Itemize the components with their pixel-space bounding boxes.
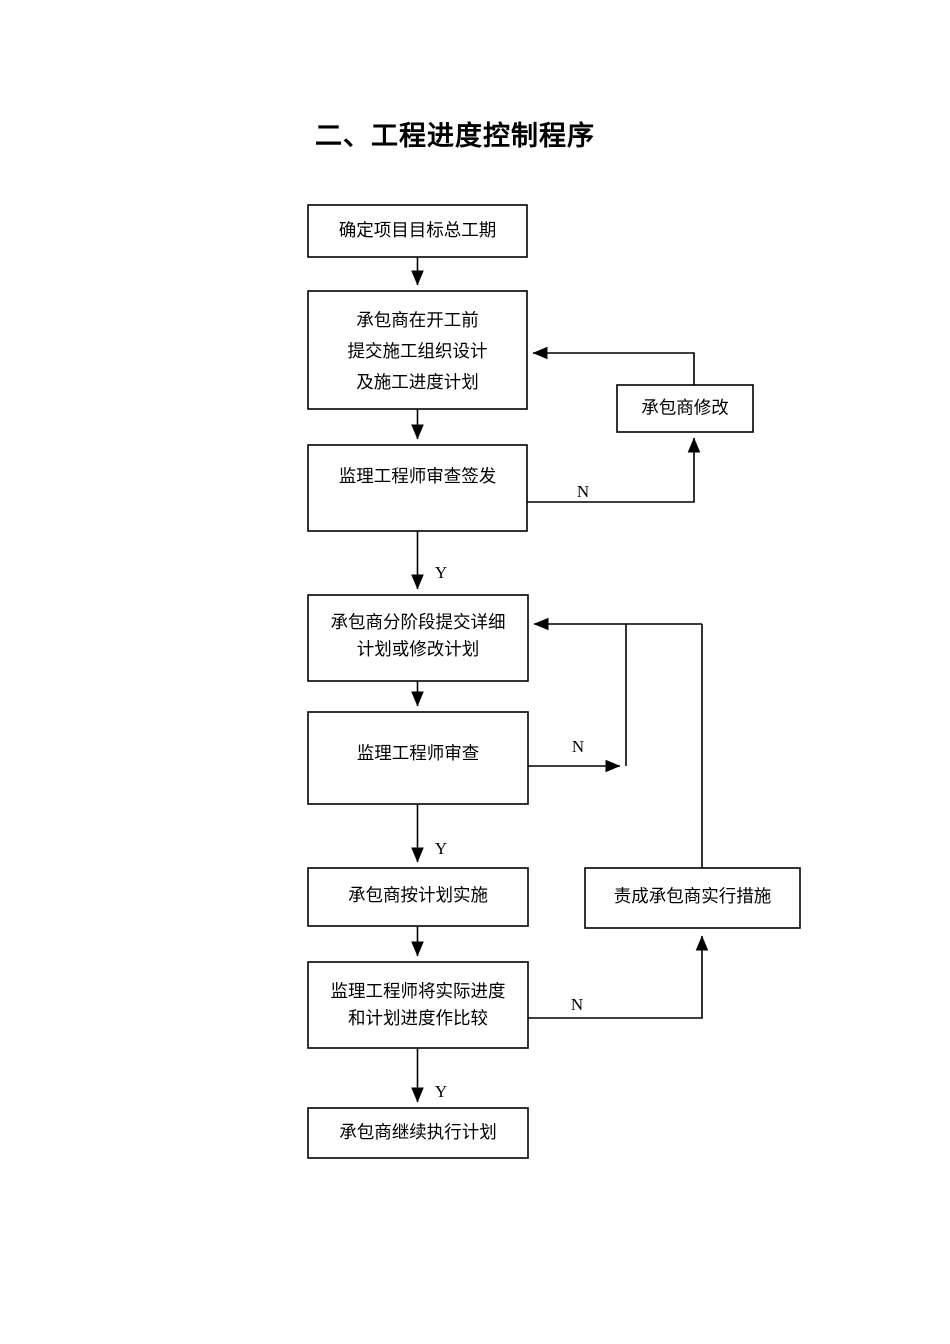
node-box bbox=[307, 1107, 529, 1159]
flow-node-engineer-review-issue[interactable]: 监理工程师审查签发 bbox=[307, 444, 528, 532]
node-box bbox=[307, 444, 528, 532]
node-box bbox=[307, 594, 529, 682]
connector-layer bbox=[411, 257, 709, 1103]
flow-node-engineer-compare-progress[interactable]: 监理工程师将实际进度 和计划进度作比较 bbox=[307, 961, 529, 1049]
node-label: 责成承包商实行措施 bbox=[614, 886, 772, 906]
flow-node-contractor-detailed-plan[interactable]: 承包商分阶段提交详细 计划或修改计划 bbox=[307, 594, 529, 682]
node-box bbox=[307, 204, 528, 258]
flow-node-engineer-review[interactable]: 监理工程师审查 bbox=[307, 711, 529, 805]
flow-node-contractor-continue-plan[interactable]: 承包商继续执行计划 bbox=[307, 1107, 529, 1159]
flow-node-contractor-submit-plan[interactable]: 承包商在开工前 提交施工组织设计 及施工进度计划 bbox=[307, 290, 528, 410]
edge-n4-n2-return bbox=[532, 346, 695, 385]
branch-label-yes-3: Y bbox=[435, 1082, 447, 1101]
node-label: 监理工程师审查 bbox=[357, 743, 480, 763]
branch-label-yes-2: Y bbox=[435, 839, 447, 858]
node-label: 承包商修改 bbox=[641, 398, 729, 418]
node-label-line-1: 承包商在开工前 bbox=[356, 310, 479, 330]
flow-node-contractor-implement[interactable]: 承包商按计划实施 bbox=[307, 867, 529, 927]
node-label: 承包商按计划实施 bbox=[348, 885, 488, 905]
branch-label-no-1: N bbox=[577, 482, 589, 501]
branch-label-no-3: N bbox=[571, 995, 583, 1014]
branch-label-yes-1: Y bbox=[435, 563, 447, 582]
flow-node-require-contractor-measures[interactable]: 责成承包商实行措施 bbox=[584, 867, 801, 929]
node-box bbox=[584, 867, 801, 929]
edge-n3-n4-no bbox=[527, 437, 701, 503]
flow-node-confirm-target-duration[interactable]: 确定项目目标总工期 bbox=[307, 204, 528, 258]
node-label-line-1: 监理工程师将实际进度 bbox=[331, 981, 506, 1001]
node-box bbox=[307, 961, 529, 1049]
node-label-line-2: 和计划进度作比较 bbox=[348, 1008, 488, 1028]
node-label-line-2: 提交施工组织设计 bbox=[348, 341, 488, 361]
page-title: 二、工程进度控制程序 bbox=[315, 121, 595, 151]
node-label-line-2: 计划或修改计划 bbox=[357, 639, 480, 659]
node-box bbox=[616, 384, 754, 433]
node-label: 确定项目目标总工期 bbox=[339, 220, 497, 240]
node-box bbox=[307, 290, 528, 410]
node-box bbox=[307, 867, 529, 927]
node-box bbox=[307, 711, 529, 805]
branch-label-no-2: N bbox=[572, 737, 584, 756]
node-label: 承包商继续执行计划 bbox=[339, 1122, 497, 1142]
node-label-line-3: 及施工进度计划 bbox=[356, 372, 479, 392]
node-label-line-1: 承包商分阶段提交详细 bbox=[331, 612, 506, 632]
flow-node-contractor-revise[interactable]: 承包商修改 bbox=[616, 384, 754, 433]
edge-n9-n8-no bbox=[528, 935, 709, 1019]
node-label: 监理工程师审查签发 bbox=[339, 466, 497, 486]
